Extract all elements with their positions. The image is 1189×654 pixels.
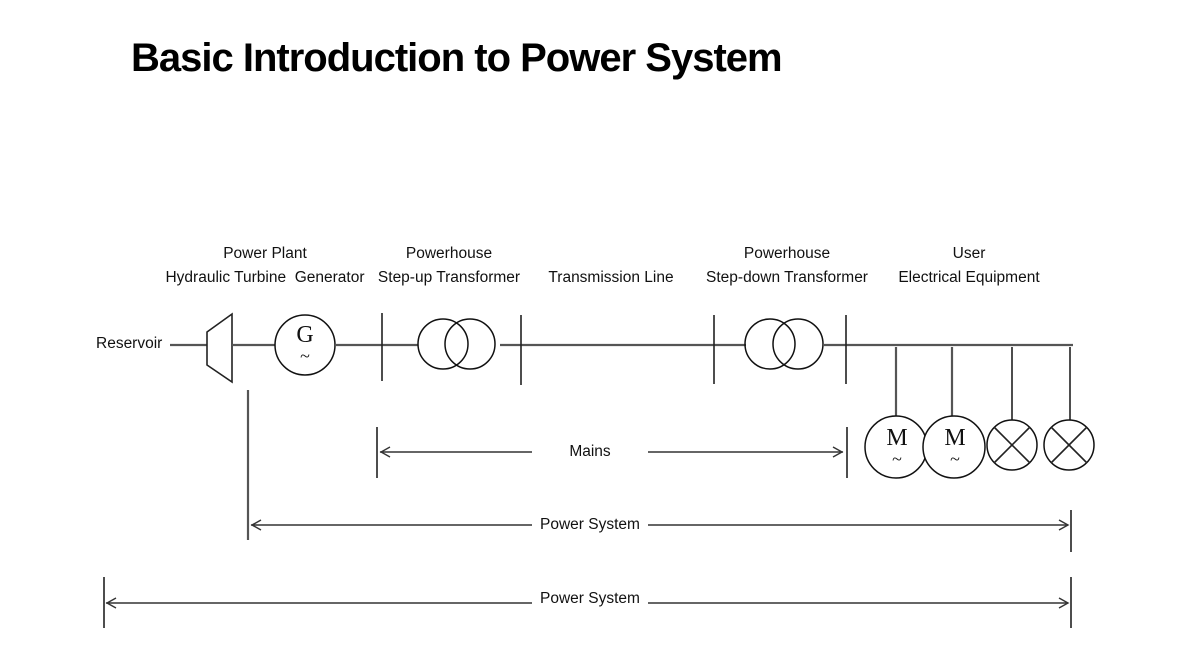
transformer-coil-secondary xyxy=(772,318,824,370)
transformer-coil-primary xyxy=(417,318,469,370)
motor-icon: M ~ xyxy=(864,415,928,479)
generator-wave: ~ xyxy=(300,346,310,366)
label-electrical-equipment: Electrical Equipment xyxy=(898,269,1040,286)
power-system-span-1: Power System xyxy=(246,390,1072,552)
transformer-coil-primary xyxy=(744,318,796,370)
motor-letter: M xyxy=(944,425,965,451)
turbine-icon xyxy=(206,312,233,384)
label-power-plant: Power Plant xyxy=(223,245,307,262)
label-powerhouse-up: Powerhouse xyxy=(406,245,492,262)
step-down-transformer-icon xyxy=(744,318,824,370)
lamp-icon xyxy=(986,419,1038,471)
arrowhead-left-icon xyxy=(250,519,262,531)
lamp-icon xyxy=(1043,419,1095,471)
label-step-up-transformer: Step-up Transformer xyxy=(378,269,520,286)
label-user: User xyxy=(953,245,986,262)
label-turbine-generator: Hydraulic Turbine Generator xyxy=(165,269,364,286)
motor-wave: ~ xyxy=(892,449,902,469)
power-system-span-2: Power System xyxy=(103,577,1072,628)
label-power-system-2: Power System xyxy=(540,590,640,607)
arrowhead-right-icon xyxy=(1058,597,1070,609)
lamp-cross xyxy=(1050,426,1088,464)
motor-circle xyxy=(922,415,986,479)
label-transmission-line: Transmission Line xyxy=(548,269,673,286)
label-power-system-1: Power System xyxy=(540,516,640,533)
step-up-transformer-icon xyxy=(417,318,496,370)
motor-icon: M ~ xyxy=(922,415,986,479)
page-title: Basic Introduction to Power System xyxy=(131,36,783,80)
label-step-down-transformer: Step-down Transformer xyxy=(706,269,868,286)
arrowhead-right-icon xyxy=(1058,519,1070,531)
generator-icon: G ~ xyxy=(274,314,336,376)
lamp-cross xyxy=(993,426,1031,464)
motor-wave: ~ xyxy=(950,449,960,469)
label-mains: Mains xyxy=(569,443,611,460)
arrowhead-right-icon xyxy=(832,446,844,458)
label-powerhouse-down: Powerhouse xyxy=(744,245,830,262)
arrowhead-left-icon xyxy=(379,446,391,458)
generator-letter: G xyxy=(296,322,313,348)
motor-letter: M xyxy=(886,425,907,451)
arrowhead-left-icon xyxy=(105,597,117,609)
mains-span: Mains xyxy=(376,427,848,478)
label-reservoir: Reservoir xyxy=(96,335,162,352)
transformer-coil-secondary xyxy=(444,318,496,370)
